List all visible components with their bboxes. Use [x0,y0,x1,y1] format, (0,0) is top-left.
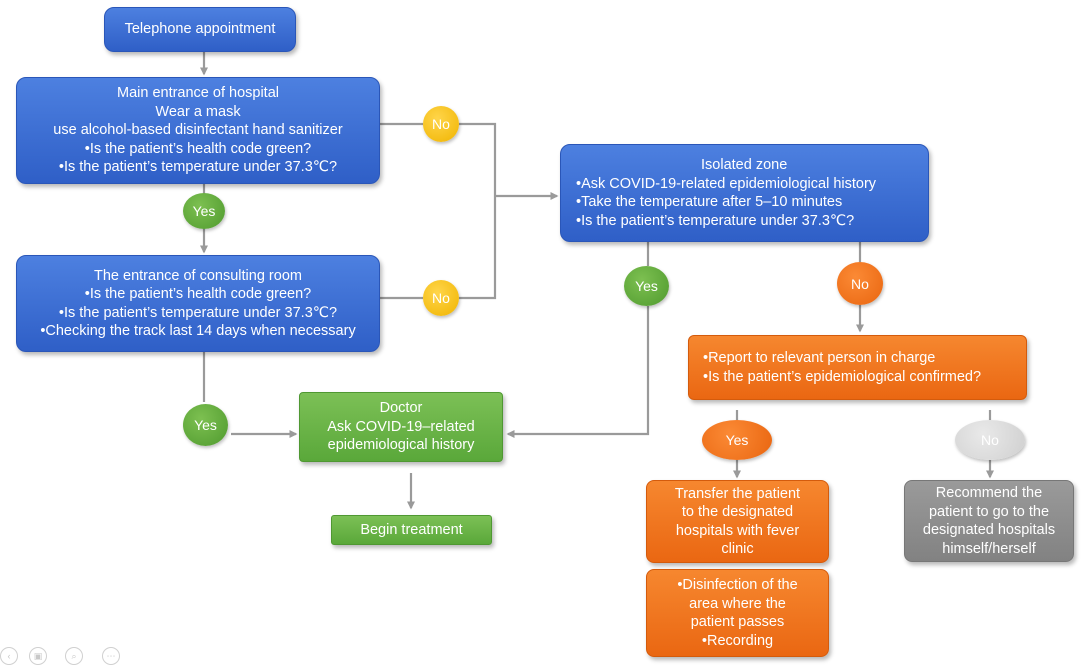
node-line: •Report to relevant person in charge [703,350,936,366]
node-line: Main entrance of hospital [116,85,279,102]
badge-label: No [432,116,450,132]
node-line: patient passes [690,614,785,630]
node-line: hospitals with fever [675,522,800,539]
node-recommend-patient: Recommend the patient to go to the desig… [904,480,1074,562]
node-line: •Is the patient’s temperature under 37.3… [576,212,855,229]
badge-yes-consulting-room: Yes [183,404,228,446]
badge-label: No [851,275,869,292]
node-line: himself/herself [942,540,1036,557]
node-text: Begin treatment [360,521,463,538]
badge-no-main-entrance: No [423,106,459,142]
node-report: •Report to relevant person in charge •Is… [688,335,1027,400]
node-line: epidemiological history [327,437,475,454]
node-line: designated hospitals [922,522,1056,538]
node-transfer-patient: Transfer the patient to the designated h… [646,480,829,563]
node-line: •Recording [701,632,774,649]
badge-label: Yes [725,432,749,448]
badge-label: No [432,290,450,306]
node-line: clinic [721,541,754,557]
badge-yes-main-entrance: Yes [183,193,225,229]
badge-label: No [981,432,999,448]
node-line: to the designated [681,504,794,520]
arrow-yes-to-doctor-right [506,306,650,438]
node-disinfection: •Disinfection of the area where the pati… [646,569,829,657]
node-line: Wear a mask [155,103,241,120]
node-line: Doctor [379,400,423,417]
node-line: •Is the patient’s temperature under 37.3… [58,304,338,321]
node-doctor: Doctor Ask COVID-19–related epidemiologi… [299,392,503,462]
node-text: Telephone appointment [124,21,276,38]
badge-yes-isolated-zone: Yes [624,266,669,306]
node-line: •Is the patient’s health code green? [84,140,312,157]
badge-yes-report: Yes [702,420,772,460]
badge-no-isolated-zone: No [837,262,883,305]
badge-label: Yes [192,203,216,219]
node-line: •Take the temperature after 5–10 minutes [576,194,843,210]
node-line: patient to go to the [928,503,1050,520]
node-line: Isolated zone [701,157,788,173]
node-line: •Disinfection of the [677,577,798,593]
node-line: •Is the patient’s epidemiological confir… [703,368,982,385]
node-isolated-zone: Isolated zone •Ask COVID-19-related epid… [560,144,929,242]
zoom-icon[interactable]: ⌕ [65,647,83,665]
connector-no-to-merge-top [459,122,497,196]
image-icon[interactable]: ▣ [29,647,47,665]
node-telephone-appointment: Telephone appointment [104,7,296,52]
more-icon[interactable]: ⋯ [102,647,120,665]
node-line: Transfer the patient [674,485,801,502]
node-main-entrance: Main entrance of hospital Wear a mask us… [16,77,380,184]
badge-label: Yes [194,417,217,433]
node-line: Recommend the [935,485,1043,501]
node-line: •Ask COVID-19-related epidemiological hi… [576,175,877,192]
viewer-toolbar: ‹ ▣ ⌕ ⋯ [0,640,160,669]
node-line: •Is the patient’s health code green? [84,286,312,302]
node-line: •Is the patient’s temperature under 37.3… [58,159,338,176]
node-line: Ask COVID-19–related [327,418,475,435]
badge-label: Yes [635,278,658,294]
back-icon[interactable]: ‹ [0,647,18,665]
node-line: use alcohol-based disinfectant hand sani… [53,122,343,139]
badge-no-consulting-room: No [423,280,459,316]
node-begin-treatment: Begin treatment [331,515,492,545]
node-line: The entrance of consulting room [94,267,302,284]
node-line: area where the [689,595,786,612]
node-consulting-room-entrance: The entrance of consulting room •Is the … [16,255,380,352]
node-line: •Checking the track last 14 days when ne… [40,323,356,339]
badge-no-report: No [955,420,1025,460]
connector-no-to-merge-bottom [459,196,497,300]
